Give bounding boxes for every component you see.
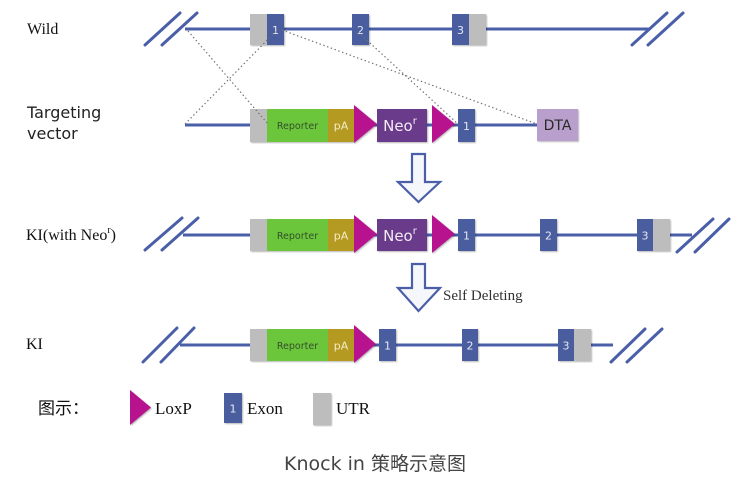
exon-1 — [458, 219, 475, 251]
break-mark-right — [693, 217, 731, 254]
homology-line — [187, 30, 269, 125]
break-mark-right — [630, 11, 669, 47]
legend-exon-number: 1 — [230, 403, 237, 416]
row-ki: Reporter pA 1 2 3 — [141, 325, 664, 364]
neo-label: Neor — [383, 226, 418, 245]
break-mark-left — [141, 326, 179, 364]
homology-line — [357, 31, 459, 125]
break-mark-right — [609, 327, 647, 364]
utr-block — [574, 329, 591, 361]
exon-3-number: 3 — [457, 24, 464, 37]
pa-label: pA — [334, 120, 349, 133]
loxp-site — [354, 105, 377, 143]
legend-exon-icon — [224, 393, 242, 423]
self-deleting-label: Self Deleting — [443, 288, 523, 304]
break-mark-left — [143, 216, 184, 252]
legend-title: 图示： — [38, 399, 89, 418]
exon-1-number: 1 — [463, 230, 470, 243]
reporter-block — [267, 109, 328, 142]
break-mark-left — [159, 326, 196, 364]
row-ki-with-neo: Reporter pA Neor 1 2 3 — [143, 215, 731, 254]
row-targeting-vector: Reporter pA Neor 1 DTA — [185, 105, 578, 143]
exon-2-number: 2 — [357, 24, 364, 37]
legend-loxp-label: LoxP — [155, 399, 192, 418]
legend: 图示： LoxP 1 Exon UTR — [38, 390, 371, 425]
label-targeting-line2: vector — [27, 124, 78, 143]
reporter-block — [267, 329, 328, 361]
exon-1 — [379, 329, 396, 361]
label-ki: KI — [26, 336, 43, 353]
label-ki-with-neo-end: ) — [111, 227, 116, 244]
exon-3 — [452, 14, 469, 45]
break-mark-right — [675, 217, 715, 254]
legend-exon-label: Exon — [247, 399, 283, 418]
exon-1-number: 1 — [463, 120, 470, 133]
utr-block — [653, 219, 670, 251]
break-mark-left — [143, 11, 182, 47]
utr-block — [250, 14, 267, 45]
break-mark-right — [625, 327, 664, 364]
reporter-label: Reporter — [277, 341, 318, 352]
loxp-site — [354, 215, 377, 253]
legend-utr-label: UTR — [336, 399, 371, 418]
exon-2 — [462, 329, 478, 361]
figure-caption: Knock in 策略示意图 — [284, 453, 466, 475]
exon-2 — [540, 219, 557, 251]
exon-2 — [352, 14, 369, 45]
pa-label: pA — [334, 340, 349, 353]
row-wild: 1 2 3 — [143, 11, 685, 47]
reporter-label: Reporter — [277, 231, 318, 242]
pa-block — [328, 109, 354, 142]
neo-label-main: Neo — [383, 117, 413, 135]
legend-loxp-icon — [130, 390, 151, 425]
break-mark-right — [646, 11, 685, 47]
exon-2-number: 2 — [545, 230, 552, 243]
exon-3 — [637, 219, 653, 251]
legend-utr-icon — [313, 393, 331, 425]
break-mark-left — [160, 11, 199, 47]
utr-block — [250, 109, 267, 142]
reporter-block — [267, 219, 328, 251]
break-mark-left — [160, 216, 200, 252]
homology-crossover-lines — [184, 28, 538, 125]
label-ki-with-neo: KI(with Neor) — [26, 225, 116, 244]
neo-label-sup: r — [413, 116, 418, 127]
loxp-site — [354, 325, 376, 363]
loxp-site — [432, 105, 455, 143]
loxp-site — [432, 215, 455, 253]
exon-3-number: 3 — [642, 230, 649, 243]
neo-label-sup: r — [413, 226, 418, 237]
exon-1 — [267, 14, 284, 45]
label-ki-with-neo-sup: r — [107, 225, 111, 236]
reporter-label: Reporter — [277, 121, 318, 132]
exon-1-number: 1 — [272, 24, 279, 37]
dta-block — [537, 109, 578, 141]
neo-block — [377, 109, 427, 142]
pa-block — [328, 219, 354, 251]
dta-label: DTA — [544, 118, 572, 134]
label-wild: Wild — [27, 21, 58, 38]
neo-block — [377, 219, 427, 251]
utr-block — [250, 219, 267, 251]
utr-block — [250, 329, 267, 361]
label-targeting-line1: Targeting — [26, 103, 101, 122]
homology-line — [281, 29, 538, 125]
neo-label-main: Neo — [383, 227, 413, 245]
exon-3-number: 3 — [563, 340, 570, 353]
pa-label: pA — [334, 230, 349, 243]
exon-1 — [458, 109, 475, 142]
utr-block — [469, 14, 486, 45]
exon-1-number: 1 — [384, 340, 391, 353]
down-arrow-icon — [395, 262, 443, 313]
exon-3 — [558, 329, 574, 361]
label-ki-with-neo-main: KI(with Neo — [26, 227, 107, 244]
down-arrow-icon — [395, 152, 443, 204]
neo-label: Neor — [383, 116, 418, 135]
exon-2-number: 2 — [467, 340, 474, 353]
pa-block — [328, 329, 354, 361]
